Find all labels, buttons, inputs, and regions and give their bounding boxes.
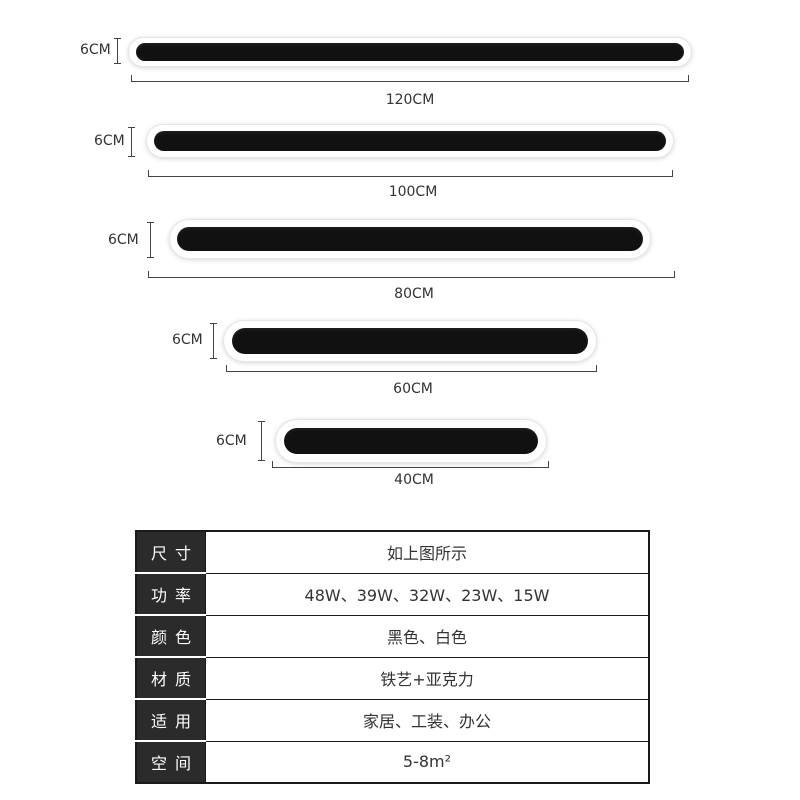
lamp-2-height-marker (128, 127, 135, 157)
spec-row-power: 功率 48W、39W、32W、23W、15W (135, 572, 650, 616)
lamp-3-length-label: 80CM (394, 286, 434, 302)
lamp-4-height-label: 6CM (172, 332, 203, 348)
spec-table: 尺寸 如上图所示 功率 48W、39W、32W、23W、15W 颜色 黑色、白色… (135, 530, 650, 784)
spec-row-color: 颜色 黑色、白色 (135, 614, 650, 658)
lamp-4-60cm (224, 321, 596, 361)
lamp-3-height-label: 6CM (108, 232, 139, 248)
spec-row-space: 空间 5-8m² (135, 740, 650, 784)
spec-row-material: 材质 铁艺+亚克力 (135, 656, 650, 700)
lamp-5-length-marker (272, 461, 549, 468)
lamp-2-height-label: 6CM (94, 133, 125, 149)
spec-value: 48W、39W、32W、23W、15W (205, 572, 650, 616)
lamp-3-length-marker (148, 271, 675, 278)
lamp-5-height-label: 6CM (216, 433, 247, 449)
spec-value: 黑色、白色 (205, 614, 650, 658)
spec-key: 材质 (135, 656, 206, 700)
lamp-5-length-label: 40CM (394, 472, 434, 488)
lamp-1-length-marker (131, 75, 689, 82)
lamp-1-height-marker (114, 38, 121, 64)
spec-value: 5-8m² (205, 740, 650, 784)
lamp-2-length-label: 100CM (388, 184, 438, 200)
lamp-1-120cm (129, 38, 691, 66)
lamp-3-height-marker (147, 222, 154, 258)
lamp-1-body (136, 43, 684, 61)
spec-key: 空间 (135, 740, 206, 784)
lamp-5-40cm (276, 420, 546, 462)
lamp-4-length-label: 60CM (393, 381, 433, 397)
lamp-5-body (284, 428, 538, 454)
lamp-2-body (154, 131, 666, 151)
spec-row-size: 尺寸 如上图所示 (135, 530, 650, 574)
lamp-4-height-marker (210, 323, 217, 359)
spec-value: 铁艺+亚克力 (205, 656, 650, 700)
spec-value: 家居、工装、办公 (205, 698, 650, 742)
lamp-1-length-label: 120CM (385, 92, 435, 108)
spec-key: 功率 (135, 572, 206, 616)
spec-row-usage: 适用 家居、工装、办公 (135, 698, 650, 742)
lamp-2-length-marker (148, 170, 673, 177)
lamp-4-length-marker (226, 365, 597, 372)
lamp-5-height-marker (258, 421, 265, 461)
lamp-4-body (232, 328, 588, 354)
spec-key: 尺寸 (135, 530, 206, 574)
lamp-3-body (177, 227, 643, 251)
spec-value: 如上图所示 (205, 530, 650, 574)
lamp-3-80cm (170, 220, 650, 258)
spec-key: 适用 (135, 698, 206, 742)
spec-key: 颜色 (135, 614, 206, 658)
lamp-1-height-label: 6CM (80, 42, 111, 58)
lamp-2-100cm (147, 125, 673, 157)
